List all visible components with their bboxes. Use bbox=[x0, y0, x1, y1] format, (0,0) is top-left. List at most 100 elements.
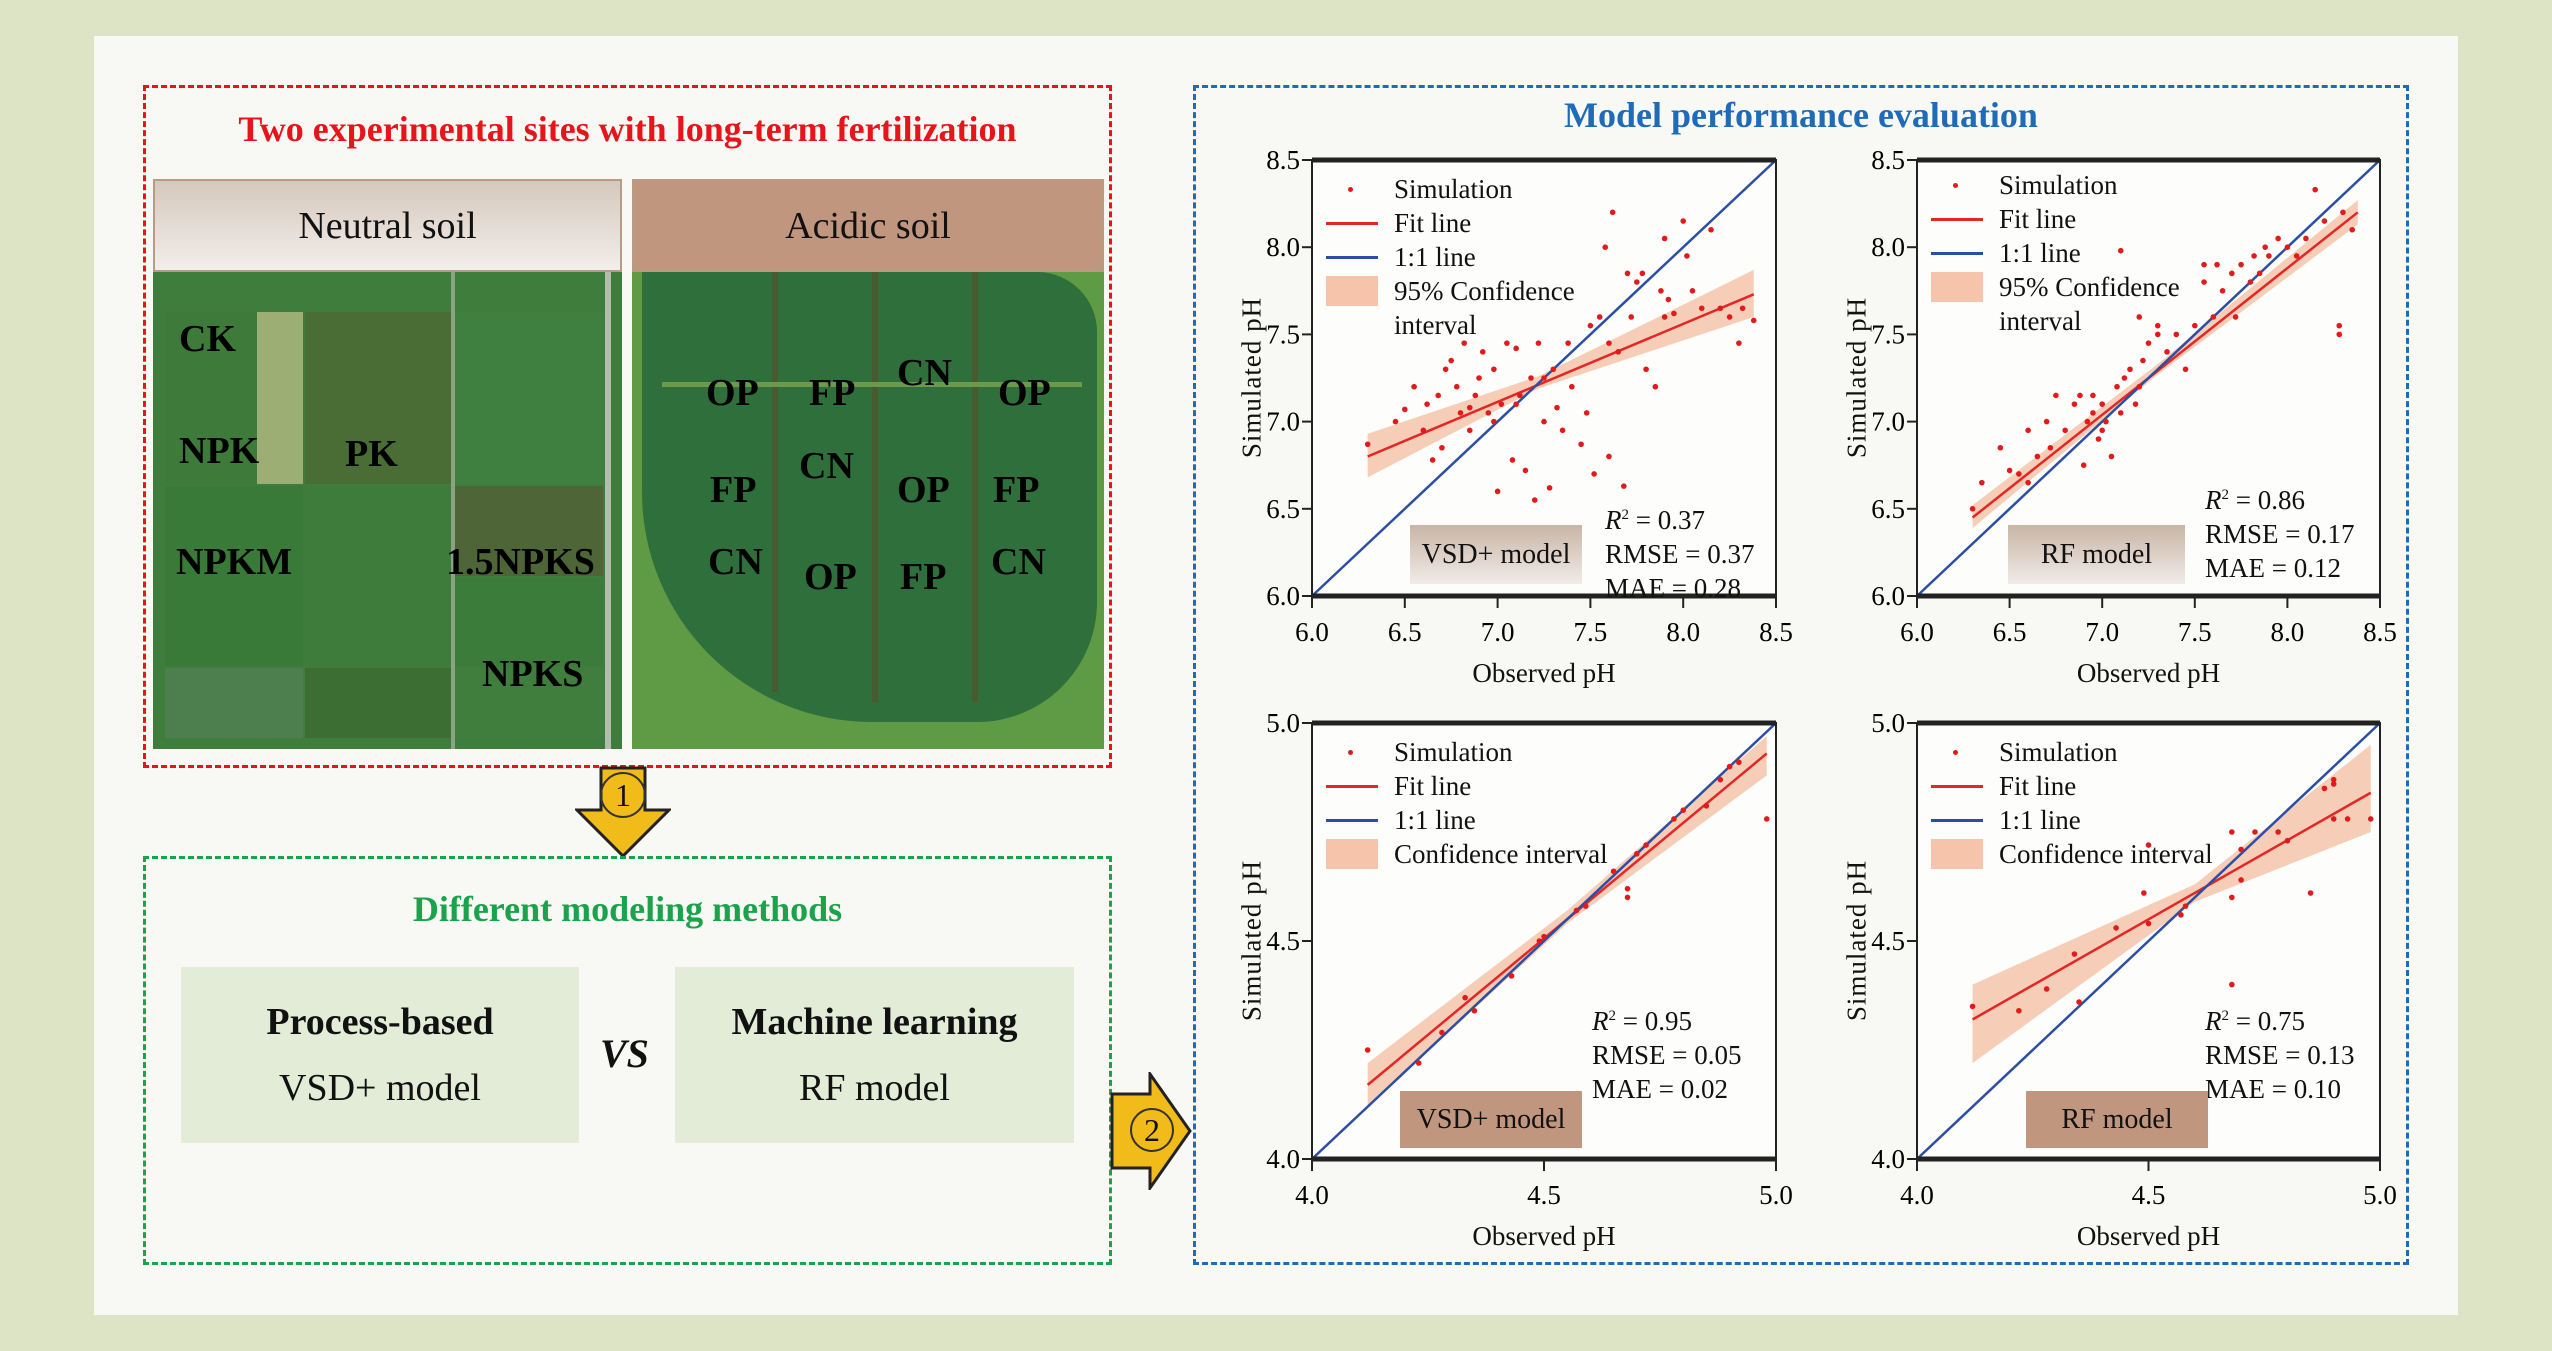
mae-stat: MAE = 0.28 bbox=[1605, 573, 1741, 603]
data-point bbox=[1569, 383, 1575, 390]
line-icon bbox=[1931, 819, 1983, 822]
data-point bbox=[1541, 418, 1547, 425]
legend-label: Fit line bbox=[1999, 771, 2077, 801]
acidic-soil-header: Acidic soil bbox=[632, 179, 1104, 272]
data-point bbox=[2136, 383, 2143, 390]
r-squared-value: 0.37 bbox=[1657, 505, 1705, 535]
data-point bbox=[2238, 261, 2244, 268]
y-tick-label: 6.5 bbox=[1266, 494, 1300, 524]
data-point bbox=[2293, 253, 2300, 259]
data-point bbox=[1596, 314, 1603, 320]
data-point bbox=[2071, 951, 2078, 957]
x-tick-label: 4.0 bbox=[1900, 1180, 1934, 1210]
confidence-swatch-icon bbox=[1931, 272, 1983, 302]
y-tick-label: 7.0 bbox=[1266, 407, 1300, 437]
one-to-one-line-icon bbox=[1326, 809, 1378, 831]
y-tick-label: 4.5 bbox=[1871, 926, 1905, 956]
plot-label-ck: CK bbox=[179, 318, 236, 360]
data-point bbox=[1763, 816, 1770, 822]
data-point bbox=[2312, 186, 2318, 193]
data-point bbox=[2103, 418, 2109, 425]
one-to-one-line-icon bbox=[1326, 246, 1378, 268]
legend-label: Confidence interval bbox=[1394, 839, 1608, 869]
data-point bbox=[1726, 314, 1733, 320]
data-point bbox=[2154, 331, 2161, 338]
x-tick-label: 6.5 bbox=[1993, 617, 2027, 647]
data-point bbox=[2076, 999, 2082, 1005]
plot-label-1-5npks: 1.5NPKS bbox=[446, 541, 595, 583]
data-point bbox=[2262, 244, 2268, 250]
one-to-one-line-icon bbox=[1931, 242, 1983, 264]
data-point bbox=[2284, 244, 2291, 250]
versus-label: VS bbox=[600, 1031, 649, 1076]
legend-item: Fit line bbox=[1931, 769, 2213, 803]
legend-label: 1:1 line bbox=[1999, 805, 2081, 835]
data-point bbox=[2117, 247, 2124, 254]
y-axis-label: Simulated pH bbox=[1236, 296, 1267, 459]
data-point bbox=[1736, 759, 1742, 766]
simulation-marker-icon bbox=[1931, 741, 1983, 763]
data-point bbox=[1448, 357, 1454, 364]
y-axis-label: Simulated pH bbox=[1236, 859, 1267, 1022]
line-icon bbox=[1326, 256, 1378, 259]
data-point bbox=[2095, 436, 2102, 442]
data-point bbox=[2330, 781, 2337, 787]
data-point bbox=[2182, 366, 2189, 373]
one-to-one-line bbox=[1916, 159, 2381, 597]
dot-icon bbox=[1348, 187, 1353, 192]
rmse-stat: RMSE = 0.05 bbox=[1592, 1040, 1742, 1070]
data-point bbox=[1643, 366, 1649, 373]
sites-title: Two experimental sites with long-term fe… bbox=[238, 109, 1017, 149]
data-point bbox=[1665, 296, 1672, 303]
neutral-soil-field-photo bbox=[153, 272, 622, 749]
legend-label: 1:1 line bbox=[1394, 242, 1476, 272]
x-axis-label: Observed pH bbox=[1472, 1221, 1616, 1251]
legend-label: Simulation bbox=[1999, 737, 2118, 767]
data-point bbox=[1624, 885, 1631, 892]
x-tick-label: 7.5 bbox=[2178, 617, 2212, 647]
data-point bbox=[2210, 314, 2217, 320]
data-point bbox=[2232, 314, 2239, 320]
data-point bbox=[2141, 890, 2147, 896]
data-point bbox=[2251, 253, 2257, 259]
dot-icon bbox=[1953, 750, 1958, 755]
x-tick-label: 7.0 bbox=[1481, 617, 1515, 647]
data-point bbox=[2025, 427, 2031, 434]
data-point bbox=[1513, 401, 1519, 407]
data-point bbox=[1415, 1060, 1422, 1066]
legend-label: 1:1 line bbox=[1999, 238, 2081, 268]
data-point bbox=[1717, 305, 1724, 312]
legend-item: 95% Confidence bbox=[1931, 270, 2180, 304]
confidence-swatch-icon bbox=[1931, 839, 1983, 869]
x-tick-label: 6.5 bbox=[1388, 617, 1422, 647]
data-point bbox=[1439, 444, 1445, 451]
data-point bbox=[1750, 317, 1757, 324]
vsd-model-label: VSD+ model bbox=[279, 1067, 481, 1109]
legend-label: Fit line bbox=[1999, 204, 2077, 234]
data-point bbox=[2034, 453, 2041, 460]
dot-icon bbox=[1348, 750, 1353, 755]
data-point bbox=[1528, 375, 1534, 381]
data-point bbox=[1457, 410, 1464, 416]
data-point bbox=[1628, 314, 1635, 320]
legend-label: 95% Confidence bbox=[1999, 272, 2180, 302]
plot-label-pk: PK bbox=[345, 433, 398, 475]
data-point bbox=[1466, 404, 1473, 411]
data-point bbox=[1531, 497, 1538, 503]
model-label: RF model bbox=[2008, 525, 2185, 584]
data-point bbox=[1491, 418, 1497, 425]
data-point bbox=[1462, 994, 1468, 1001]
data-point bbox=[1429, 457, 1436, 463]
data-point bbox=[2047, 444, 2054, 451]
r-squared-stat: R2 = 0.95 bbox=[1592, 1006, 1692, 1036]
data-point bbox=[2229, 829, 2235, 835]
plot-label-cn: CN bbox=[991, 541, 1046, 583]
model-evaluation-box bbox=[1193, 85, 2409, 1265]
data-point bbox=[2136, 314, 2143, 320]
data-point bbox=[1624, 270, 1631, 277]
data-point bbox=[1606, 453, 1612, 460]
data-point bbox=[1411, 383, 1417, 390]
